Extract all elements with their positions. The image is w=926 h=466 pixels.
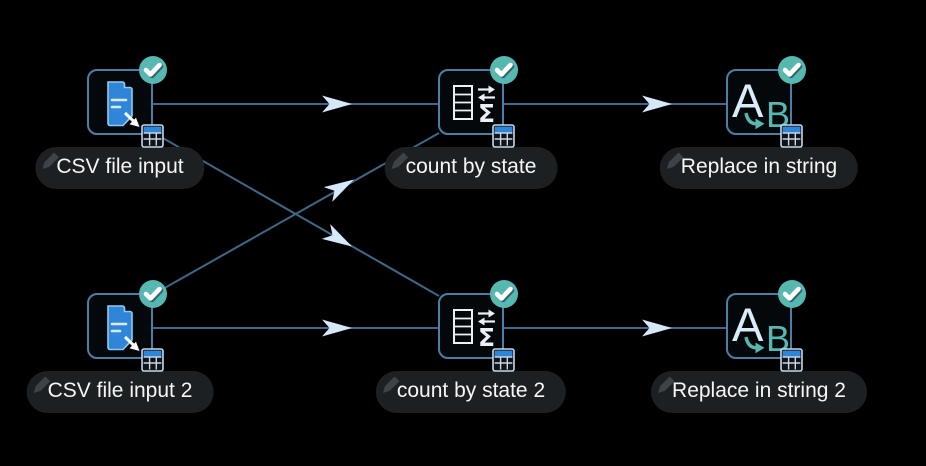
node-label: Replace in string (680, 155, 838, 178)
sigma-glyph: Σ (478, 323, 495, 352)
node-group-by[interactable]: Σ count by state (384, 56, 558, 189)
node-label: CSV file input 2 (47, 379, 193, 402)
node-label-pill[interactable]: CSV file input 2 (26, 371, 214, 413)
edit-pencil-icon[interactable] (388, 148, 412, 172)
csv-file-input-icon (107, 305, 140, 351)
edit-pencil-icon[interactable] (379, 372, 403, 396)
hop-arrow-icon (642, 319, 672, 337)
data-grid-icon[interactable] (492, 348, 515, 372)
node-replace-in-string[interactable]: A B Replace in string (659, 56, 859, 189)
success-check-icon (490, 280, 518, 308)
group-by-icon: Σ (453, 85, 495, 128)
hop-arrow-icon (322, 95, 352, 113)
group-by-icon: Σ (453, 309, 495, 352)
hop-arrow-icon (642, 95, 672, 113)
hop-arrow-icon (323, 179, 355, 202)
data-grid-icon[interactable] (492, 124, 515, 148)
node-csv-file-input-2[interactable]: CSV file input 2 (26, 280, 214, 413)
node-label-pill[interactable]: count by state (384, 147, 558, 189)
hop-link[interactable] (504, 95, 728, 113)
success-check-icon (778, 56, 806, 84)
node-group-by-2[interactable]: Σ count by state 2 (375, 280, 567, 413)
node-label: count by state (405, 155, 537, 178)
node-label-pill[interactable]: Replace in string 2 (651, 371, 867, 413)
edit-pencil-icon[interactable] (663, 148, 687, 172)
node-label: count by state 2 (396, 379, 546, 402)
data-grid-icon[interactable] (141, 348, 164, 372)
hop-arrow-icon (322, 319, 352, 337)
csv-file-input-icon (107, 81, 140, 127)
hop-arrow-icon (321, 224, 353, 247)
node-replace-in-string-2[interactable]: A B Replace in string 2 (651, 280, 867, 413)
success-check-icon (778, 280, 806, 308)
success-check-icon (490, 56, 518, 84)
hop-link[interactable] (152, 319, 440, 337)
sigma-glyph: Σ (478, 99, 495, 128)
hop-link[interactable] (152, 95, 440, 113)
edit-pencil-icon[interactable] (38, 148, 62, 172)
node-label-pill[interactable]: Replace in string (659, 147, 859, 189)
data-grid-icon[interactable] (780, 348, 803, 372)
node-csv-file-input[interactable]: CSV file input (35, 56, 205, 189)
edit-pencil-icon[interactable] (30, 372, 54, 396)
replace-in-string-icon: A B (732, 74, 790, 135)
node-label-pill[interactable]: count by state 2 (375, 371, 567, 413)
success-check-icon (139, 56, 167, 84)
success-check-icon (139, 280, 167, 308)
edit-pencil-icon[interactable] (654, 372, 678, 396)
data-grid-icon[interactable] (141, 124, 164, 148)
hop-link[interactable] (504, 319, 728, 337)
node-label-pill[interactable]: CSV file input (35, 147, 205, 189)
node-label: Replace in string 2 (672, 379, 846, 402)
data-grid-icon[interactable] (780, 124, 803, 148)
node-label: CSV file input (56, 155, 184, 178)
